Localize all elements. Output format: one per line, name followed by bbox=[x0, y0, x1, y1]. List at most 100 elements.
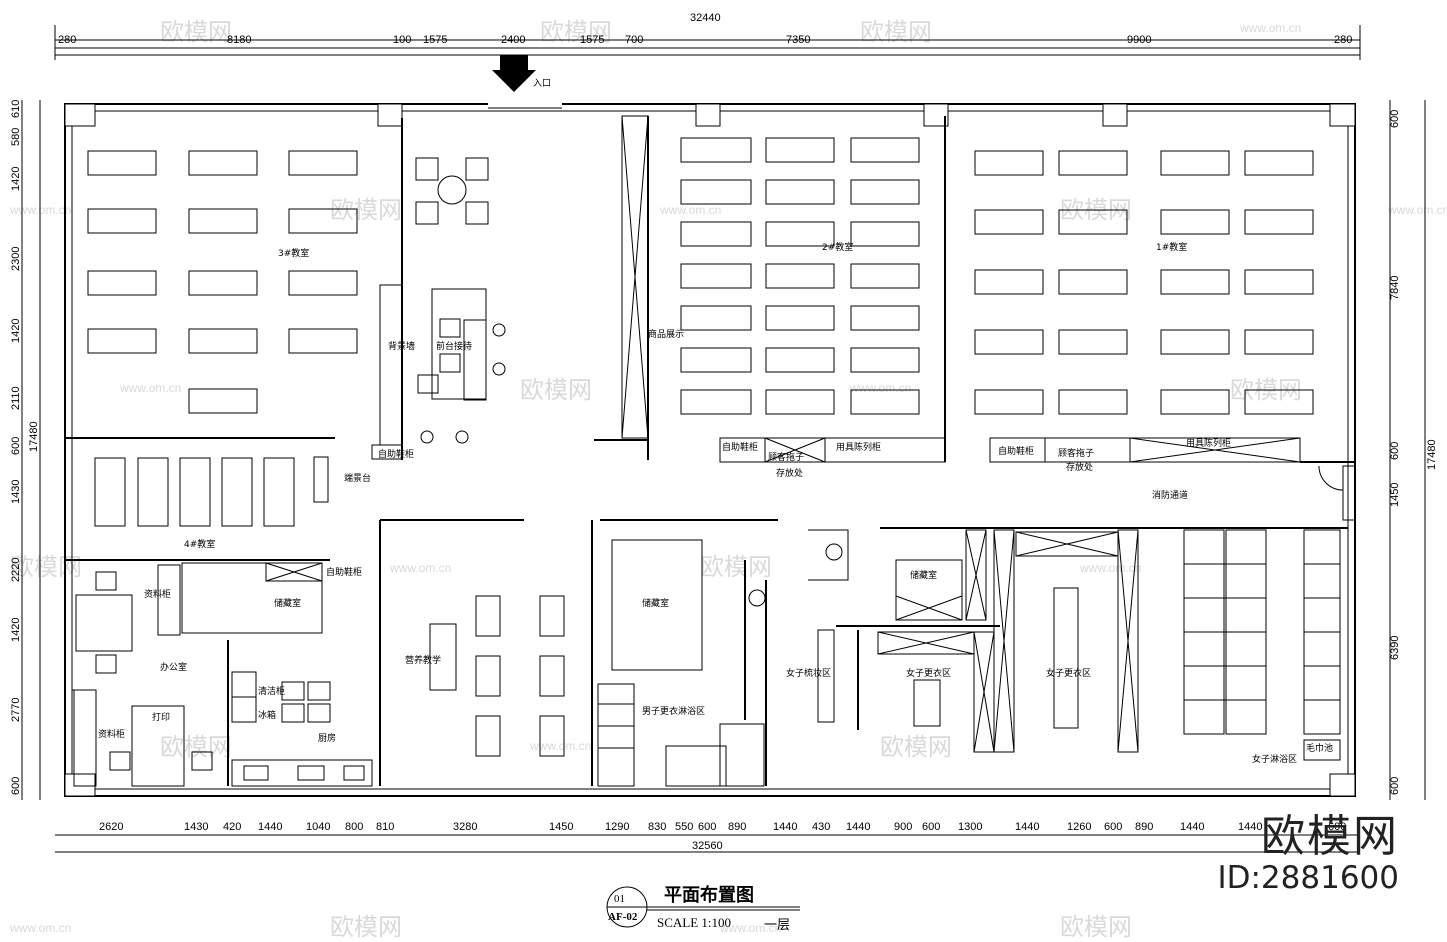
watermark-3: 欧模网 bbox=[860, 18, 932, 46]
floor-label: 一层 bbox=[764, 918, 791, 933]
svg-text:600: 600 bbox=[10, 777, 22, 795]
label-women-locker2: 女子更衣区 bbox=[1046, 667, 1091, 679]
svg-text:17480: 17480 bbox=[1426, 439, 1438, 470]
label-display-cab3: 用具陈列柜 bbox=[1186, 437, 1231, 449]
svg-text:600: 600 bbox=[1389, 442, 1401, 460]
label-fridge: 冰箱 bbox=[258, 709, 276, 721]
svg-text:1420: 1420 bbox=[10, 319, 22, 343]
svg-text:1440: 1440 bbox=[1180, 821, 1204, 833]
label-self-shoe4: 自助鞋柜 bbox=[326, 566, 362, 578]
brand-logo: 欧模网 bbox=[1261, 811, 1399, 862]
svg-text:550: 550 bbox=[675, 821, 693, 833]
svg-text:7350: 7350 bbox=[786, 34, 810, 46]
label-archive1: 资料柜 bbox=[144, 588, 171, 600]
svg-text:2620: 2620 bbox=[99, 821, 123, 833]
drawing-scale: SCALE 1:100 bbox=[657, 915, 732, 930]
entrance-arrow-icon bbox=[492, 55, 536, 92]
label-nutrition: 营养教学 bbox=[405, 654, 441, 666]
svg-text:580: 580 bbox=[10, 128, 22, 146]
svg-text:2400: 2400 bbox=[501, 34, 525, 46]
classroom2-desks bbox=[680, 137, 920, 415]
label-bg-wall: 背景墙 bbox=[388, 340, 415, 352]
bottom-dims: 2620 1430 420 1440 1040 800 810 3280 145… bbox=[99, 821, 1346, 833]
label-shoes3: 顾客拖子 bbox=[1058, 447, 1094, 459]
label-classroom3: 3#教室 bbox=[278, 247, 309, 259]
svg-text:600: 600 bbox=[1389, 110, 1401, 128]
svg-text:9900: 9900 bbox=[1127, 34, 1151, 46]
svg-text:810: 810 bbox=[376, 821, 394, 833]
label-fire-exit: 消防通道 bbox=[1152, 489, 1188, 501]
svg-text:2220: 2220 bbox=[10, 558, 22, 582]
svg-text:610: 610 bbox=[10, 100, 22, 118]
svg-text:1575: 1575 bbox=[423, 34, 447, 46]
svg-text:2770: 2770 bbox=[10, 698, 22, 722]
label-classroom4: 4#教室 bbox=[184, 538, 215, 550]
label-storage-spot2: 存放处 bbox=[776, 467, 803, 479]
watermark-url-4: www.om.cn bbox=[1387, 203, 1447, 217]
watermark-url-5: www.om.cn bbox=[119, 381, 181, 395]
left-dims: 610 580 1420 2300 1420 2110 600 1430 222… bbox=[10, 100, 40, 795]
entrance-label: 入口 bbox=[533, 78, 551, 89]
label-men-locker: 男子更衣淋浴区 bbox=[642, 705, 705, 717]
label-storage2: 储藏室 bbox=[642, 597, 669, 609]
svg-text:900: 900 bbox=[894, 821, 912, 833]
watermark-10: 欧模网 bbox=[160, 733, 232, 761]
watermark-url-3: www.om.cn bbox=[659, 203, 721, 217]
bottom-total-dim: 32560 bbox=[692, 840, 723, 852]
svg-text:890: 890 bbox=[1135, 821, 1153, 833]
svg-text:1420: 1420 bbox=[10, 167, 22, 191]
svg-text:1040: 1040 bbox=[306, 821, 330, 833]
brand-id: ID:2881600 bbox=[1217, 860, 1399, 896]
svg-text:600: 600 bbox=[698, 821, 716, 833]
label-landscape: 端景台 bbox=[344, 472, 371, 484]
svg-text:1440: 1440 bbox=[1238, 821, 1262, 833]
svg-text:1440: 1440 bbox=[846, 821, 870, 833]
label-towel: 毛巾池 bbox=[1306, 742, 1333, 754]
watermark-11: 欧模网 bbox=[880, 733, 952, 761]
label-women-locker1: 女子更衣区 bbox=[906, 667, 951, 679]
svg-text:1420: 1420 bbox=[10, 618, 22, 642]
svg-text:1440: 1440 bbox=[1015, 821, 1039, 833]
label-reception: 前台接待 bbox=[436, 340, 472, 352]
label-shoes2: 顾客拖子 bbox=[768, 451, 804, 463]
room-labels: 3#教室 2#教室 1#教室 4#教室 背景墙 前台接待 自助鞋柜 端景台 商品… bbox=[98, 241, 1333, 765]
watermark-4: 欧模网 bbox=[330, 196, 402, 224]
svg-text:600: 600 bbox=[1328, 821, 1346, 833]
svg-text:1575: 1575 bbox=[580, 34, 604, 46]
label-classroom1: 1#教室 bbox=[1156, 241, 1187, 253]
label-women-makeup: 女子梳妆区 bbox=[786, 667, 831, 679]
drawing-number: 01 bbox=[614, 893, 625, 905]
svg-text:700: 700 bbox=[625, 34, 643, 46]
svg-text:890: 890 bbox=[728, 821, 746, 833]
svg-text:6390: 6390 bbox=[1389, 636, 1401, 660]
label-self-shoe3: 自助鞋柜 bbox=[998, 445, 1034, 457]
svg-text:1440: 1440 bbox=[258, 821, 282, 833]
svg-text:2300: 2300 bbox=[10, 247, 22, 271]
label-archive2: 资料柜 bbox=[98, 728, 125, 740]
watermark-2: 欧模网 bbox=[540, 18, 612, 46]
svg-text:1450: 1450 bbox=[1389, 483, 1401, 507]
label-print: 打印 bbox=[152, 711, 170, 723]
drawing-title: 平面布置图 bbox=[664, 885, 754, 906]
svg-text:8180: 8180 bbox=[227, 34, 251, 46]
label-office: 办公室 bbox=[160, 661, 187, 673]
watermark-url-8: www.om.cn bbox=[1079, 561, 1141, 575]
watermark-url-1: www.om.cn bbox=[1239, 21, 1301, 35]
watermark-13: 欧模网 bbox=[1060, 913, 1132, 941]
label-self-shoe1: 自助鞋柜 bbox=[378, 448, 414, 460]
watermark-url-7: www.om.cn bbox=[389, 561, 451, 575]
right-dims: 600 7840 600 1450 6390 600 17480 bbox=[1389, 110, 1438, 795]
label-display: 商品展示 bbox=[648, 328, 684, 340]
label-storage1: 储藏室 bbox=[274, 597, 301, 609]
svg-text:1430: 1430 bbox=[10, 480, 22, 504]
svg-text:1260: 1260 bbox=[1067, 821, 1091, 833]
watermark-url-10: www.om.cn bbox=[9, 921, 71, 935]
label-cleaning: 清洁柜 bbox=[258, 685, 285, 697]
svg-text:100: 100 bbox=[393, 34, 411, 46]
sheet-code: AF-02 bbox=[608, 911, 638, 923]
watermark-url-9: www.om.cn bbox=[529, 739, 591, 753]
svg-text:1430: 1430 bbox=[184, 821, 208, 833]
watermark-url-6: www.om.cn bbox=[849, 381, 911, 395]
classroom3-desks bbox=[87, 150, 358, 414]
